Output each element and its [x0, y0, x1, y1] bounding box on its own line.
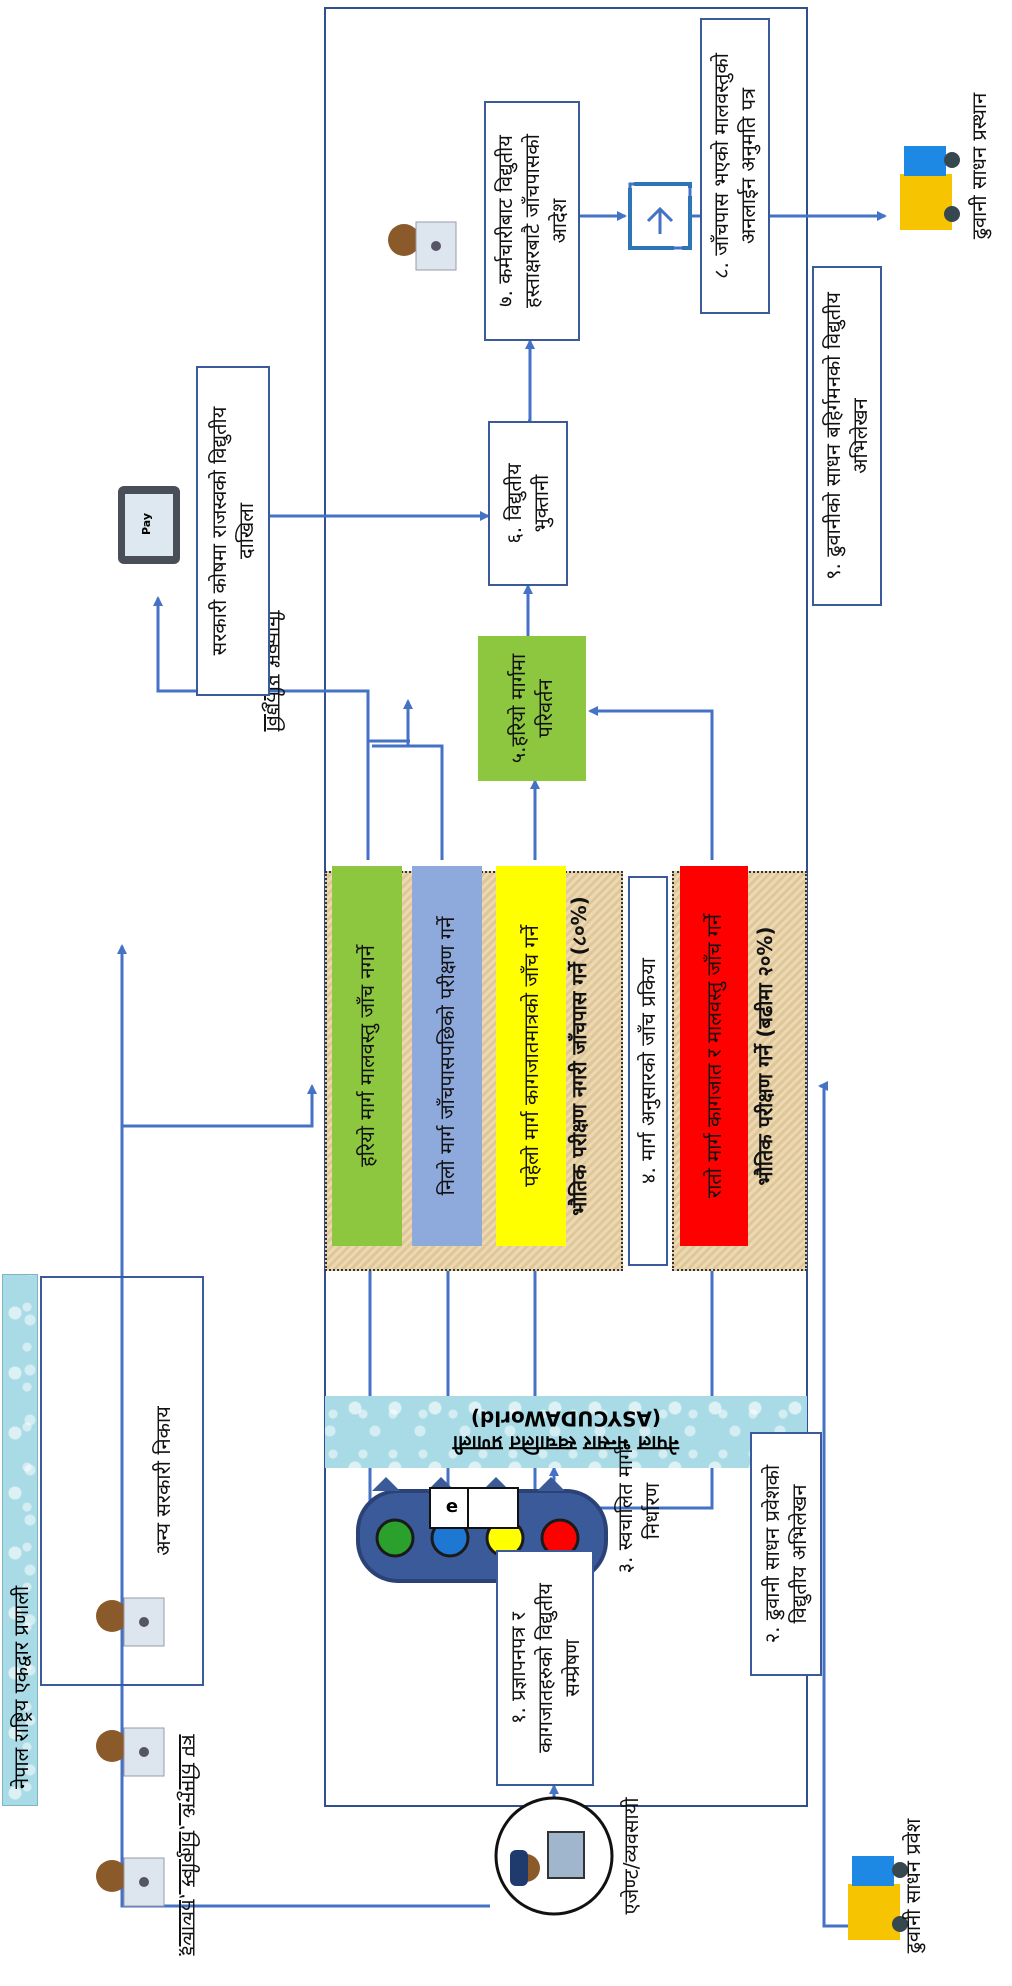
asycuda-line2: (ASYCUDAWorld): [470, 1406, 662, 1431]
step1-box: १. प्रज्ञापनपत्र र कागजातहरुको विद्युतीय…: [496, 1550, 594, 1786]
step4-box: ४. मार्ग अनुसारको जाँच प्रकिया: [628, 876, 668, 1266]
step3-label: ३. स्वचालित मार्ग निर्धारण: [613, 1448, 664, 1574]
arrow-truck-entry: [818, 1081, 848, 1928]
agent-label: एजेण्ट/व्यवसायी: [619, 1797, 643, 1915]
step7-box: ७. कर्मचारीबाट विद्युतीय हस्ताक्षरबाटै ज…: [484, 101, 580, 341]
step8-box: ८. जाँचपास भएको मालवस्तुको अनलाईन अनुमति…: [700, 18, 770, 314]
pay-text: Pay: [140, 512, 153, 536]
truck-exit-label: ढुवानी साधन प्रस्थान: [967, 92, 991, 240]
red-lane: रातो मार्ग कागजात र मालवस्तु जाँच गर्ने: [680, 866, 748, 1246]
person-icon: [388, 221, 457, 271]
person-icon: [96, 1727, 165, 1777]
truck-entry-label: ढुवानी साधन प्रवेश: [901, 1818, 925, 1954]
blue-out: [372, 744, 444, 860]
no-exam-label: भौतिक परीक्षण नगरी जाँचपास गर्ने (८०%): [567, 896, 591, 1216]
arrow-step6-step7: [525, 339, 535, 423]
nsw-block: [40, 1276, 204, 1686]
blue-lane: निलो मार्ग जाँचपासपछिको परीक्षण गर्ने: [412, 866, 482, 1246]
truck-entry-icon: [848, 1856, 908, 1940]
person-icon: [96, 1597, 165, 1647]
yellow-lane: पहेलो मार्ग कागजातमात्रको जाँच गर्ने: [496, 866, 566, 1246]
nsw-title: नेपाल राष्ट्रिय एकद्वार प्रणाली: [2, 1274, 38, 1806]
person-icon: [96, 1857, 165, 1907]
step6-box: ६. विद्युतीय भुक्तानी: [488, 421, 568, 586]
exam-label: भौतिक परीक्षण गर्ने (बढीमा २०%): [753, 926, 777, 1186]
arrow-red-step5: [588, 706, 714, 860]
arrow-nsw-system: [122, 1084, 317, 1128]
treasury-box: सरकारी कोषमा राजस्वको विद्युतीय दाखिला: [196, 366, 270, 696]
other-agencies-label: अन्य सरकारी निकाय: [151, 1406, 175, 1556]
asycuda-banner: नेपाल भन्सार स्वचालित प्रणाली (ASYCUDAWo…: [325, 1396, 807, 1468]
green-lane: हरियो मार्ग मालवस्तु जाँच नगर्ने: [332, 866, 402, 1246]
truck-exit-icon: [900, 146, 960, 230]
agent-icon: [494, 1796, 614, 1916]
agent-side-label: इजाजत, स्वीकृति, अनुमति पत्र: [177, 1734, 201, 1956]
step5-box: ५.हरियो मार्गमा परिवर्तन: [478, 636, 586, 781]
document-letter: e: [445, 1496, 459, 1517]
arrow-agent-nsw: [117, 944, 490, 1908]
green-out: [366, 739, 410, 860]
upload-icon: [628, 182, 692, 250]
document-icon: [429, 1487, 519, 1529]
tablet-icon: [118, 486, 180, 564]
step2-box: २. ढुवानी साधन प्रवेशको विद्युतीय अभिलेख…: [750, 1432, 822, 1676]
step9-box: ९. ढुवानीको साधन बहिर्गमनको विद्युतीय अभ…: [812, 266, 882, 606]
